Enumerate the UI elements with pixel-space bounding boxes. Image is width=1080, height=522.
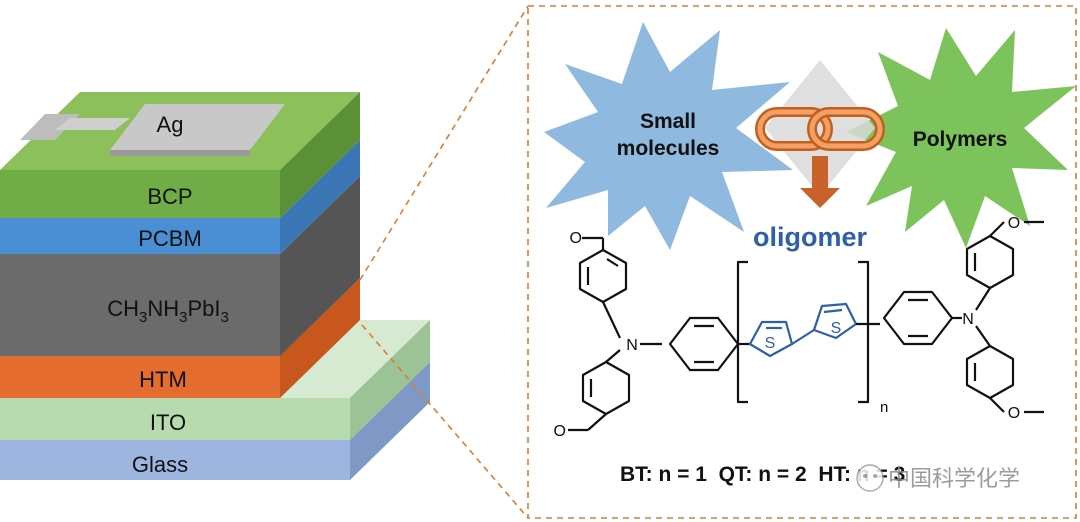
repeat-bracket-right: [858, 260, 870, 404]
perovskite-label-sub: 3: [139, 309, 147, 326]
oxygen-label-right-top: O: [1008, 215, 1020, 232]
zoom-line-bottom: [361, 324, 529, 519]
nitrogen-label-left: N: [626, 337, 638, 354]
repeat-bracket-left: [736, 260, 748, 404]
background-diamond: [765, 60, 875, 196]
small-molecules-label-line1: Small: [640, 110, 696, 133]
pcbm-side: [280, 140, 360, 254]
concept-graphic: Small molecules Polymers oligomer: [544, 22, 1076, 252]
htm-side: [280, 278, 360, 398]
perovskite-label-sub: 3: [179, 309, 187, 326]
ag-label: Ag: [157, 112, 184, 137]
bcp-label: BCP: [147, 184, 192, 209]
pcbm-label: PCBM: [138, 226, 202, 251]
watermark: 中国科学化学: [856, 464, 1020, 492]
htm-label: HTM: [139, 367, 187, 392]
nitrogen-label-right: N: [962, 311, 974, 328]
glass-label: Glass: [132, 452, 188, 477]
oxygen-label-right-bottom: O: [1008, 405, 1020, 422]
bcp-side: [280, 92, 360, 218]
perovskite-label: CH3NH3PbI3: [107, 296, 229, 326]
chain-link-icon: [755, 107, 885, 151]
oligomer-label: oligomer: [753, 222, 868, 252]
thiophene-ring-1: [748, 320, 794, 358]
polymers-label: Polymers: [913, 128, 1008, 151]
oxygen-label-left-top: O: [570, 230, 582, 247]
zoom-line-top: [359, 5, 529, 281]
zoom-callout: [359, 5, 1077, 519]
glass-side: [350, 362, 430, 480]
device-stack: Ag BCP PCBM CH3NH3PbI3 HTM ITO Glass: [0, 92, 430, 480]
wechat-icon: [856, 464, 884, 492]
thiophene-ring-2: [812, 302, 858, 340]
oligomer-length-caption: BT: n = 1 QT: n = 2 HT: n = 3: [620, 463, 905, 486]
small-molecules-label-line2: molecules: [617, 137, 720, 160]
pcbm-layer: [0, 218, 280, 254]
perovskite-layer: [0, 254, 280, 356]
down-arrow-icon: [800, 156, 840, 208]
glass-layer: [0, 440, 350, 480]
ito-label: ITO: [150, 410, 186, 435]
small-molecules-burst: [544, 22, 793, 250]
perovskite-label-part: CH: [107, 296, 139, 321]
htm-layer: [0, 356, 280, 398]
atom-labels: O O N S S n N O O: [554, 215, 1021, 440]
watermark-text: 中国科学化学: [888, 467, 1020, 492]
bcp-layer: [0, 170, 280, 218]
perovskite-label-part: PbI: [187, 296, 220, 321]
ag-electrode: [20, 104, 285, 156]
perovskite-side: [280, 176, 360, 356]
detail-panel-border: [527, 5, 1077, 519]
ito-side: [350, 320, 430, 440]
perovskite-label-part: NH: [147, 296, 179, 321]
chemical-structure: [568, 220, 1044, 432]
polymers-burst: [846, 28, 1076, 248]
oxygen-label-left-bottom: O: [554, 423, 566, 440]
sulfur-label-1: S: [765, 335, 776, 352]
sulfur-label-2: S: [831, 320, 842, 337]
perovskite-label-sub: 3: [220, 309, 228, 326]
ito-layer: [0, 398, 350, 440]
repeat-n-label: n: [880, 399, 888, 416]
